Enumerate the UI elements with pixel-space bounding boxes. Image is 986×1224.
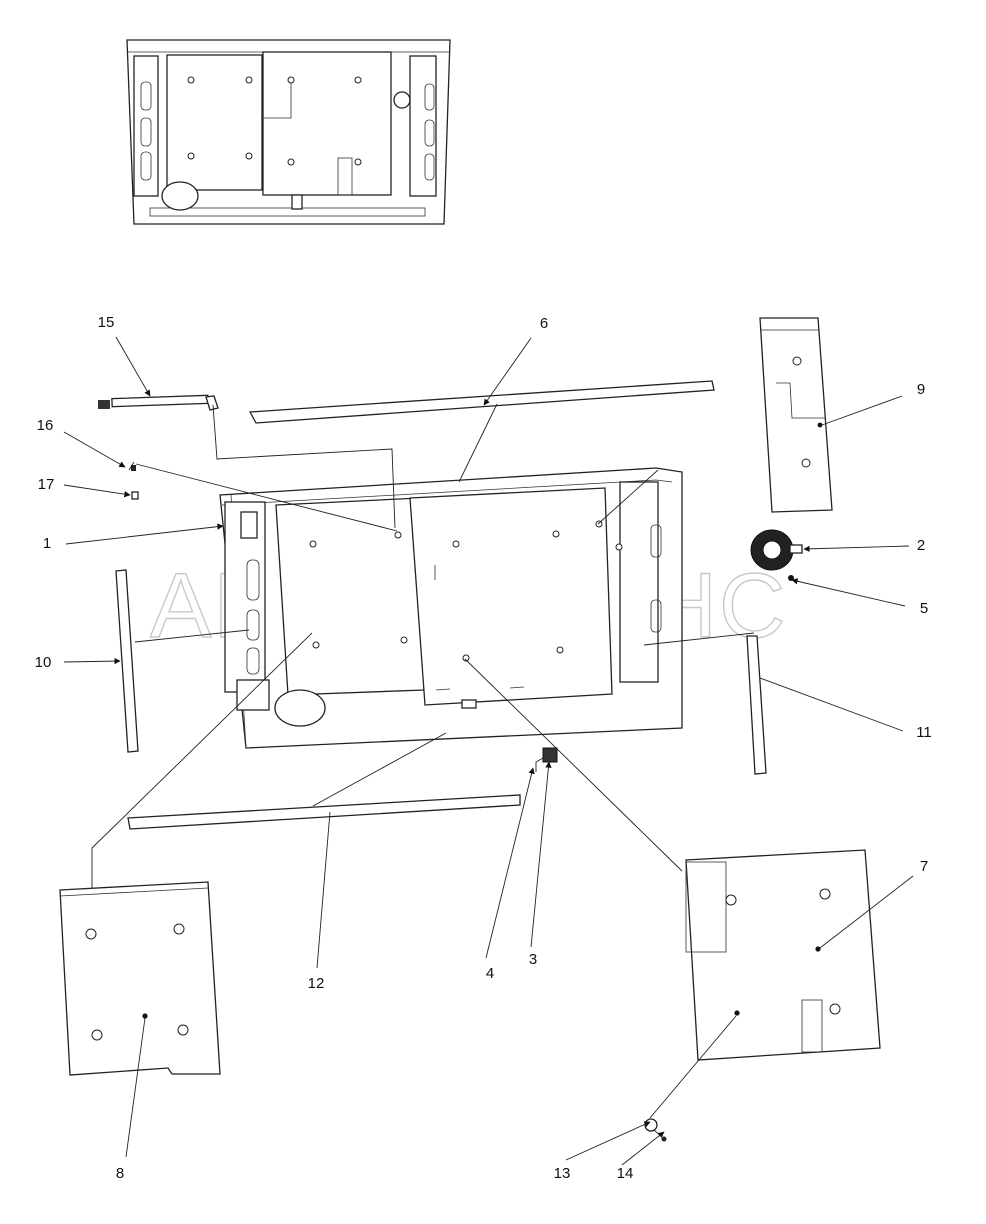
- callout-4: 4: [486, 965, 494, 982]
- callout-6: 6: [540, 315, 548, 332]
- callout-15: 15: [98, 314, 115, 331]
- callout-1: 1: [43, 535, 51, 552]
- part-10-left-strip: [115, 569, 139, 753]
- part-15-gas-strut: [98, 394, 219, 411]
- part-7-cover-plate: [685, 849, 881, 1061]
- part-2-knob: [750, 529, 803, 571]
- part-8-cover-plate: [59, 881, 221, 1076]
- part-3-latch: [535, 747, 558, 772]
- leader-lines: [63, 336, 914, 1166]
- callout-8: 8: [116, 1165, 124, 1182]
- part-12-bottom-strip: [127, 794, 521, 830]
- assembled-view: [126, 39, 451, 225]
- callout-14: 14: [617, 1165, 634, 1182]
- callout-11: 11: [916, 724, 932, 741]
- callout-7: 7: [920, 858, 928, 875]
- callout-5: 5: [920, 600, 928, 617]
- part-9-side-plate: [759, 317, 833, 513]
- callout-9: 9: [917, 381, 925, 398]
- callout-17: 17: [38, 476, 55, 493]
- part-11-right-strip: [746, 635, 767, 775]
- callout-10: 10: [35, 654, 52, 671]
- callout-labels: 1 2 3 4 5 6 7 8 9 10 11 12 13 14 15 16 1…: [35, 314, 932, 1182]
- callout-12: 12: [308, 975, 325, 992]
- callout-16: 16: [37, 417, 54, 434]
- callout-2: 2: [917, 537, 925, 554]
- main-housing: [219, 467, 683, 749]
- callout-13: 13: [554, 1165, 571, 1182]
- part-6-top-strip: [248, 380, 715, 424]
- callout-3: 3: [529, 951, 537, 968]
